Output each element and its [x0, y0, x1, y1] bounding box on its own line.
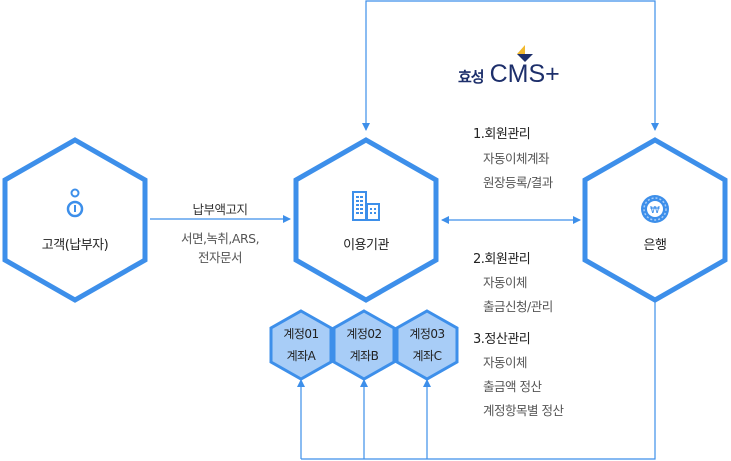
- account-label-2: 계정02 계좌B: [346, 323, 382, 367]
- settlement-return-line: [301, 300, 656, 460]
- account-name-2: 계좌B: [349, 349, 379, 363]
- service-2-item-2: 출금신청/관리: [483, 299, 553, 314]
- account-hexagon-3[interactable]: [395, 309, 459, 381]
- service-3-item-1: 자동이체: [483, 355, 528, 370]
- won-coin-icon: ₩: [641, 195, 669, 223]
- hyosung-cms-logo: 효성 CMS+: [458, 60, 560, 89]
- bank-label: 은행: [643, 238, 667, 253]
- notice-method-line2: 전자문서: [197, 250, 243, 265]
- notice-method-line1: 서면,녹취,ARS,: [180, 231, 260, 246]
- service-3-item-3: 계정항목별 정산: [483, 403, 564, 418]
- account-name-3: 계좌C: [412, 349, 442, 363]
- customer-hexagon[interactable]: [2, 137, 148, 303]
- service-1-title: 1.회원관리: [473, 127, 531, 142]
- logo-korean-text: 효성: [458, 68, 485, 86]
- account-code-3: 계정03: [409, 327, 445, 341]
- customer-label: 고객(납부자): [41, 238, 109, 253]
- notice-label: 납부액고지: [192, 202, 248, 217]
- building-icon: [352, 191, 380, 221]
- account-hexagon-1[interactable]: [269, 309, 333, 381]
- service-2-title: 2.회원관리: [473, 252, 531, 267]
- cms-logo-mark: [517, 45, 533, 62]
- institution-label: 이용기관: [343, 238, 389, 253]
- account-label-3: 계정03 계좌C: [409, 323, 445, 367]
- person-icon: [66, 188, 84, 218]
- account-hexagon-2[interactable]: [332, 309, 396, 381]
- service-2-item-1: 자동이체: [483, 275, 528, 290]
- logo-brand-text: CMS+: [489, 60, 560, 88]
- service-3-item-2: 출금액 정산: [483, 379, 542, 394]
- service-1-item-1: 자동이체계좌: [483, 151, 550, 166]
- account-name-1: 계좌A: [286, 349, 316, 363]
- account-label-1: 계정01 계좌A: [283, 323, 319, 367]
- top-connector-line: [362, 0, 659, 131]
- svg-text:₩: ₩: [650, 205, 660, 216]
- service-1-item-2: 원장등록/결과: [483, 175, 553, 190]
- service-3-title: 3.정산관리: [473, 332, 531, 347]
- account-code-2: 계정02: [346, 327, 382, 341]
- account-code-1: 계정01: [283, 327, 319, 341]
